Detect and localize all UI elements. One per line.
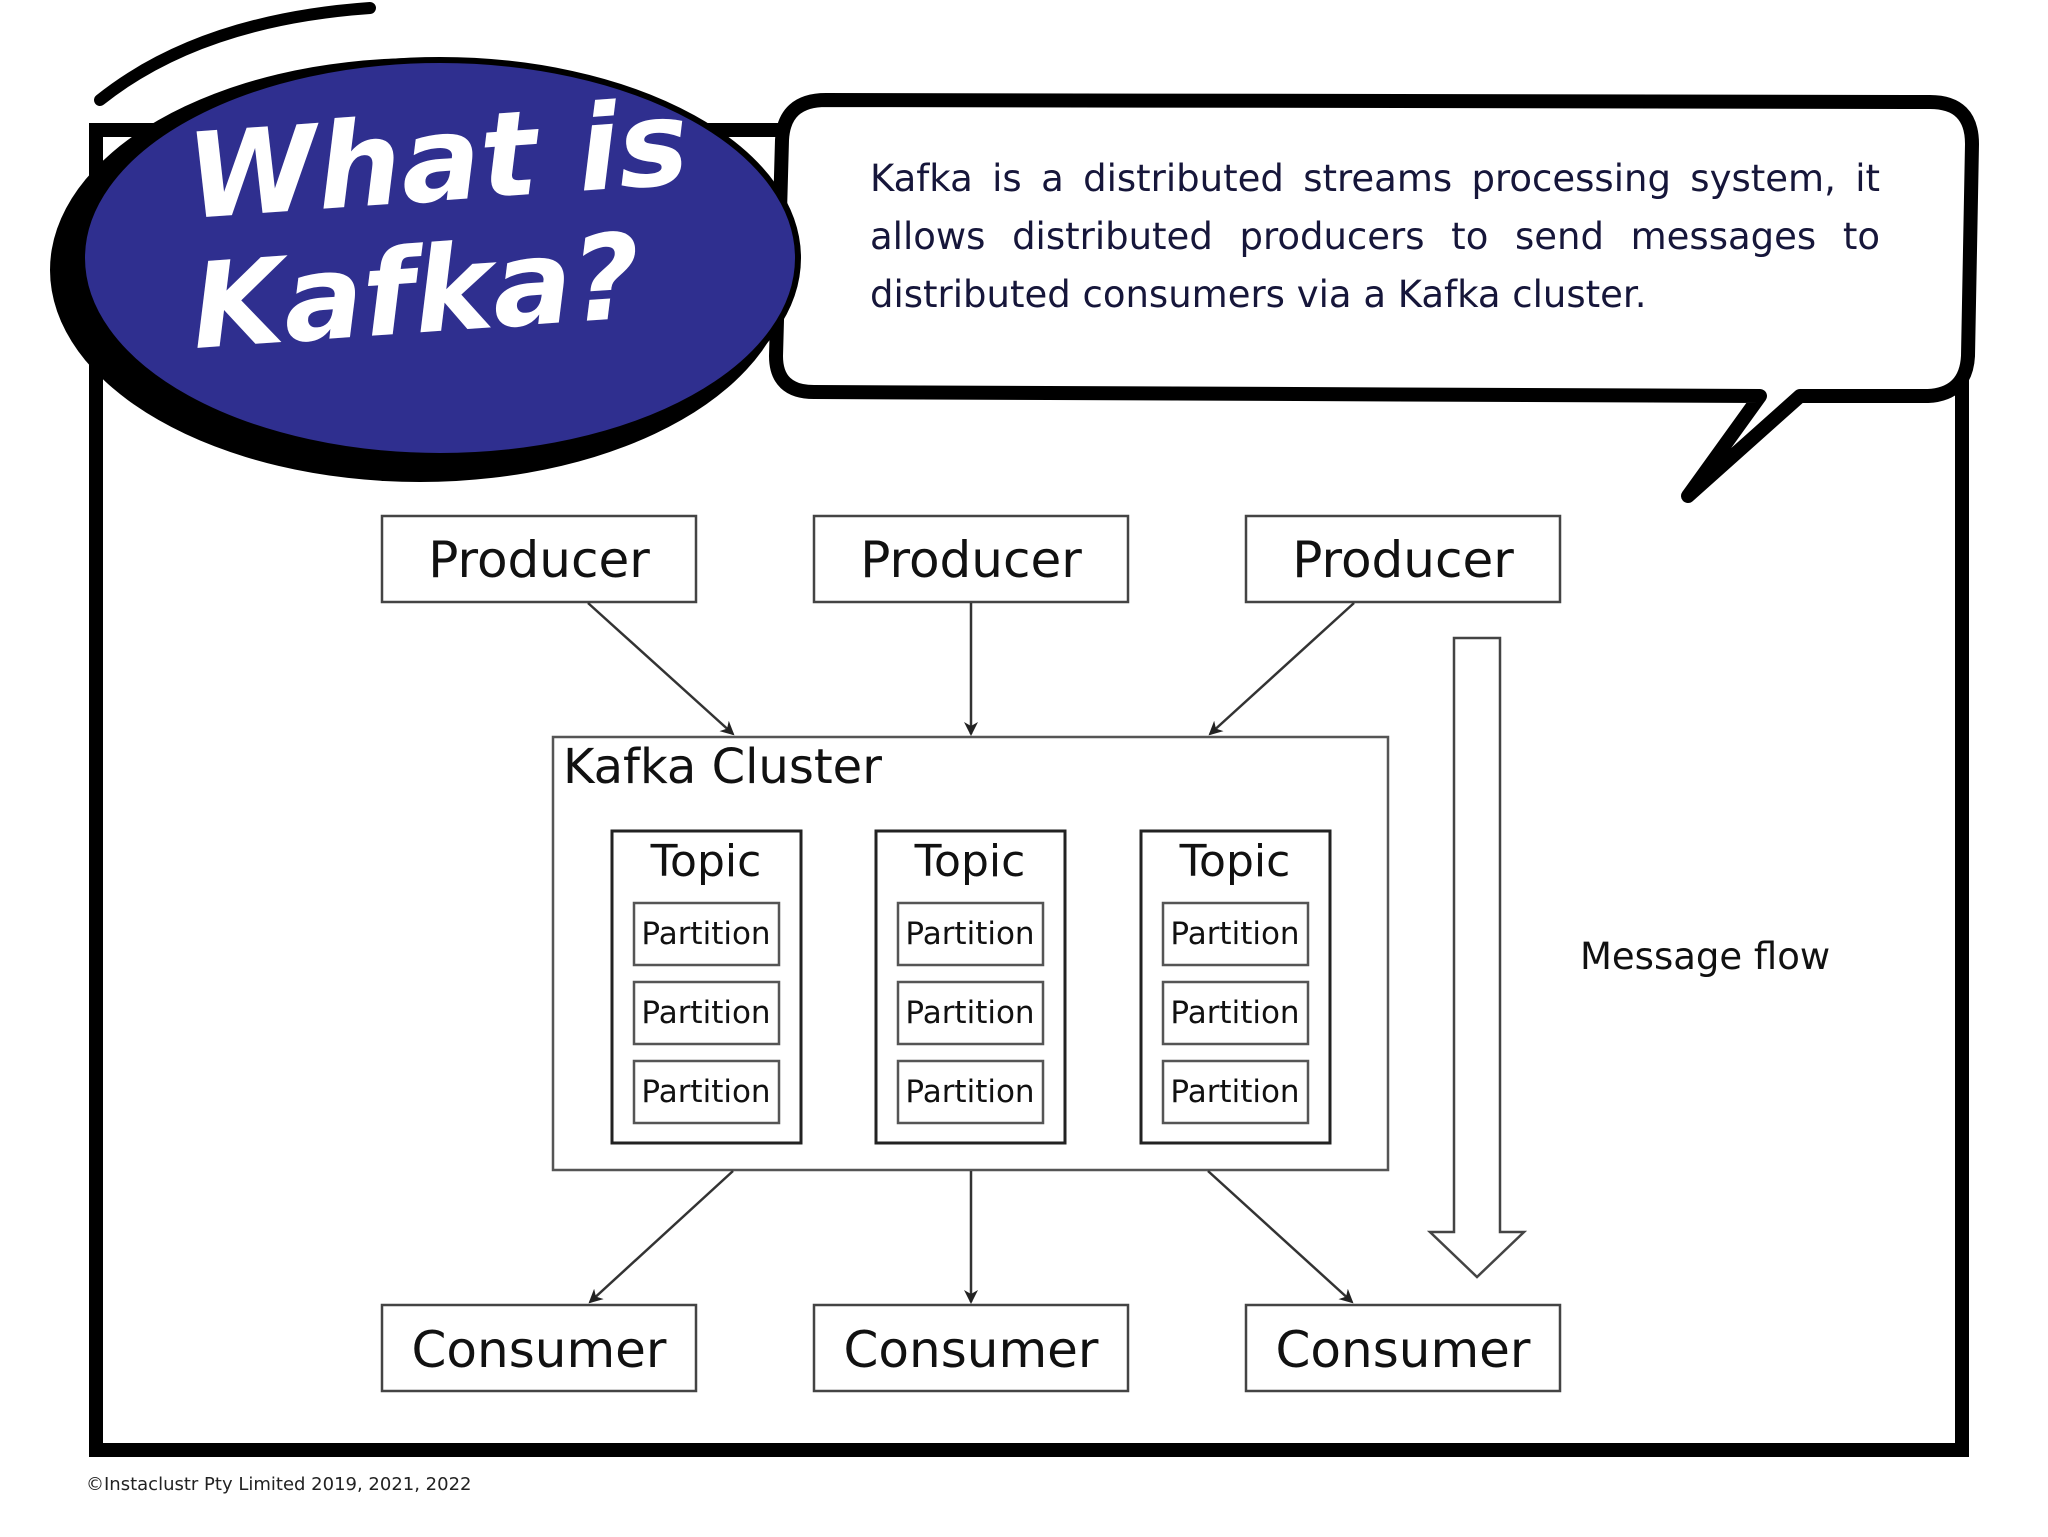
partition-label: Partition	[641, 995, 770, 1031]
consumer-box	[812, 1303, 1130, 1393]
partition-label: Partition	[1170, 995, 1299, 1031]
message-flow-arrow-icon	[1426, 636, 1528, 1279]
partition-box	[632, 980, 781, 1046]
copyright-notice: ©Instaclustr Pty Limited 2019, 2021, 202…	[86, 1474, 472, 1495]
partition-label: Partition	[641, 1074, 770, 1110]
kafka-diagram: Producer Producer Producer Kafka Cluster…	[380, 514, 1830, 1393]
consumer-arrow	[588, 1170, 734, 1304]
topic-label: Topic	[650, 836, 762, 887]
topic-label: Topic	[914, 836, 1026, 887]
consumer-arrow	[1207, 1170, 1354, 1304]
topic-group: Topic Partition Partition Partition	[874, 829, 1067, 1145]
partition-box	[896, 980, 1045, 1046]
topic-group: Topic Partition Partition Partition	[610, 829, 803, 1145]
consumer-label: Consumer	[844, 1321, 1099, 1379]
producer-label: Producer	[860, 531, 1082, 589]
partition-box	[896, 901, 1045, 967]
consumer-row: Consumer Consumer Consumer	[380, 1303, 1562, 1393]
producer-label: Producer	[428, 531, 650, 589]
consumer-box	[380, 1303, 698, 1393]
intro-description: Kafka is a distributed streams processin…	[870, 157, 1880, 316]
consumer-box	[1244, 1303, 1562, 1393]
producer-box	[812, 514, 1130, 604]
partition-box	[1161, 980, 1310, 1046]
partition-label: Partition	[1170, 1074, 1299, 1110]
partition-box	[896, 1059, 1045, 1125]
consumer-label: Consumer	[412, 1321, 667, 1379]
partition-label: Partition	[1170, 916, 1299, 952]
speech-bubble	[769, 93, 1979, 503]
badge-swoosh	[94, 2, 376, 106]
producer-box	[1244, 514, 1562, 604]
partition-box	[1161, 1059, 1310, 1125]
title-badge: What is Kafka?	[50, 2, 801, 482]
partition-box	[632, 1059, 781, 1125]
producer-arrow	[1208, 602, 1355, 736]
topic-group: Topic Partition Partition Partition	[1139, 829, 1332, 1145]
topic-label: Topic	[1179, 836, 1291, 887]
partition-label: Partition	[905, 916, 1034, 952]
partition-box	[1161, 901, 1310, 967]
partition-label: Partition	[641, 916, 770, 952]
partition-label: Partition	[905, 995, 1034, 1031]
partition-label: Partition	[905, 1074, 1034, 1110]
producer-box	[380, 514, 698, 604]
badge-ellipse	[79, 57, 801, 459]
partition-box	[632, 901, 781, 967]
consumer-label: Consumer	[1276, 1321, 1531, 1379]
title-line2: Kafka?	[187, 207, 644, 376]
kafka-cluster-label: Kafka Cluster	[563, 739, 882, 795]
message-flow-label: Message flow	[1580, 935, 1830, 978]
producer-arrow	[587, 602, 735, 736]
producer-row: Producer Producer Producer	[380, 514, 1562, 604]
producer-label: Producer	[1292, 531, 1514, 589]
